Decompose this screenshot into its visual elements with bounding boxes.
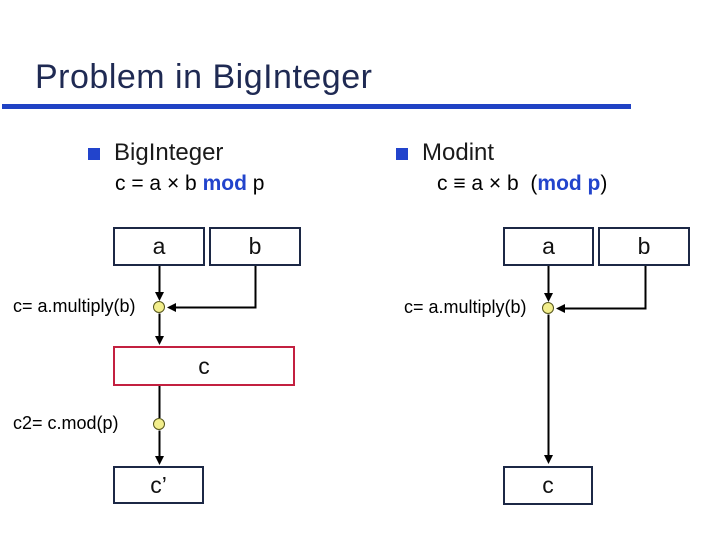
box-b-left: b <box>209 227 301 266</box>
box-c-prime: c’ <box>113 466 204 504</box>
arrowhead-left-b <box>167 303 176 312</box>
box-b-right: b <box>598 227 690 266</box>
arrow-right-b <box>565 266 647 310</box>
box-a-left: a <box>113 227 205 266</box>
equation-biginteger: c = a × b mod p <box>115 172 264 196</box>
multiply-call-label-right: c= a.multiply(b) <box>404 297 527 317</box>
bullet-square-icon <box>88 148 100 160</box>
heading-modint: Modint <box>422 139 495 166</box>
arrow-left-b <box>176 266 257 309</box>
arrowhead-right-a <box>544 293 553 302</box>
equation-pre: c ≡ a × b ( <box>437 172 538 195</box>
equation-modint: c ≡ a × b (mod p) <box>437 172 607 196</box>
arrowhead-left-c <box>155 336 164 345</box>
mod-node-icon <box>153 418 165 430</box>
box-a-right: a <box>503 227 594 266</box>
multiply-node-icon <box>153 301 165 313</box>
equation-post: ) <box>600 172 608 195</box>
bullet-square-icon <box>396 148 408 160</box>
mod-call-label: c2= c.mod(p) <box>13 413 119 433</box>
multiply-node-icon <box>542 302 554 314</box>
heading-biginteger: BigInteger <box>114 139 224 166</box>
equation-post: p <box>246 172 265 195</box>
box-c-intermediate: c <box>113 346 295 386</box>
equation-mod: mod <box>202 172 247 195</box>
equation-pre: c = a × b <box>115 172 203 195</box>
arrowhead-left-a <box>155 292 164 301</box>
box-c-right: c <box>503 466 593 505</box>
arrowhead-right-b <box>556 304 565 313</box>
multiply-call-label-left: c= a.multiply(b) <box>13 296 136 316</box>
title-underline <box>2 104 631 109</box>
arrowhead-left-cprime <box>155 456 164 465</box>
arrowhead-right-c <box>544 455 553 464</box>
page-title: Problem in BigInteger <box>35 58 373 96</box>
equation-mod: mod p <box>537 172 601 195</box>
